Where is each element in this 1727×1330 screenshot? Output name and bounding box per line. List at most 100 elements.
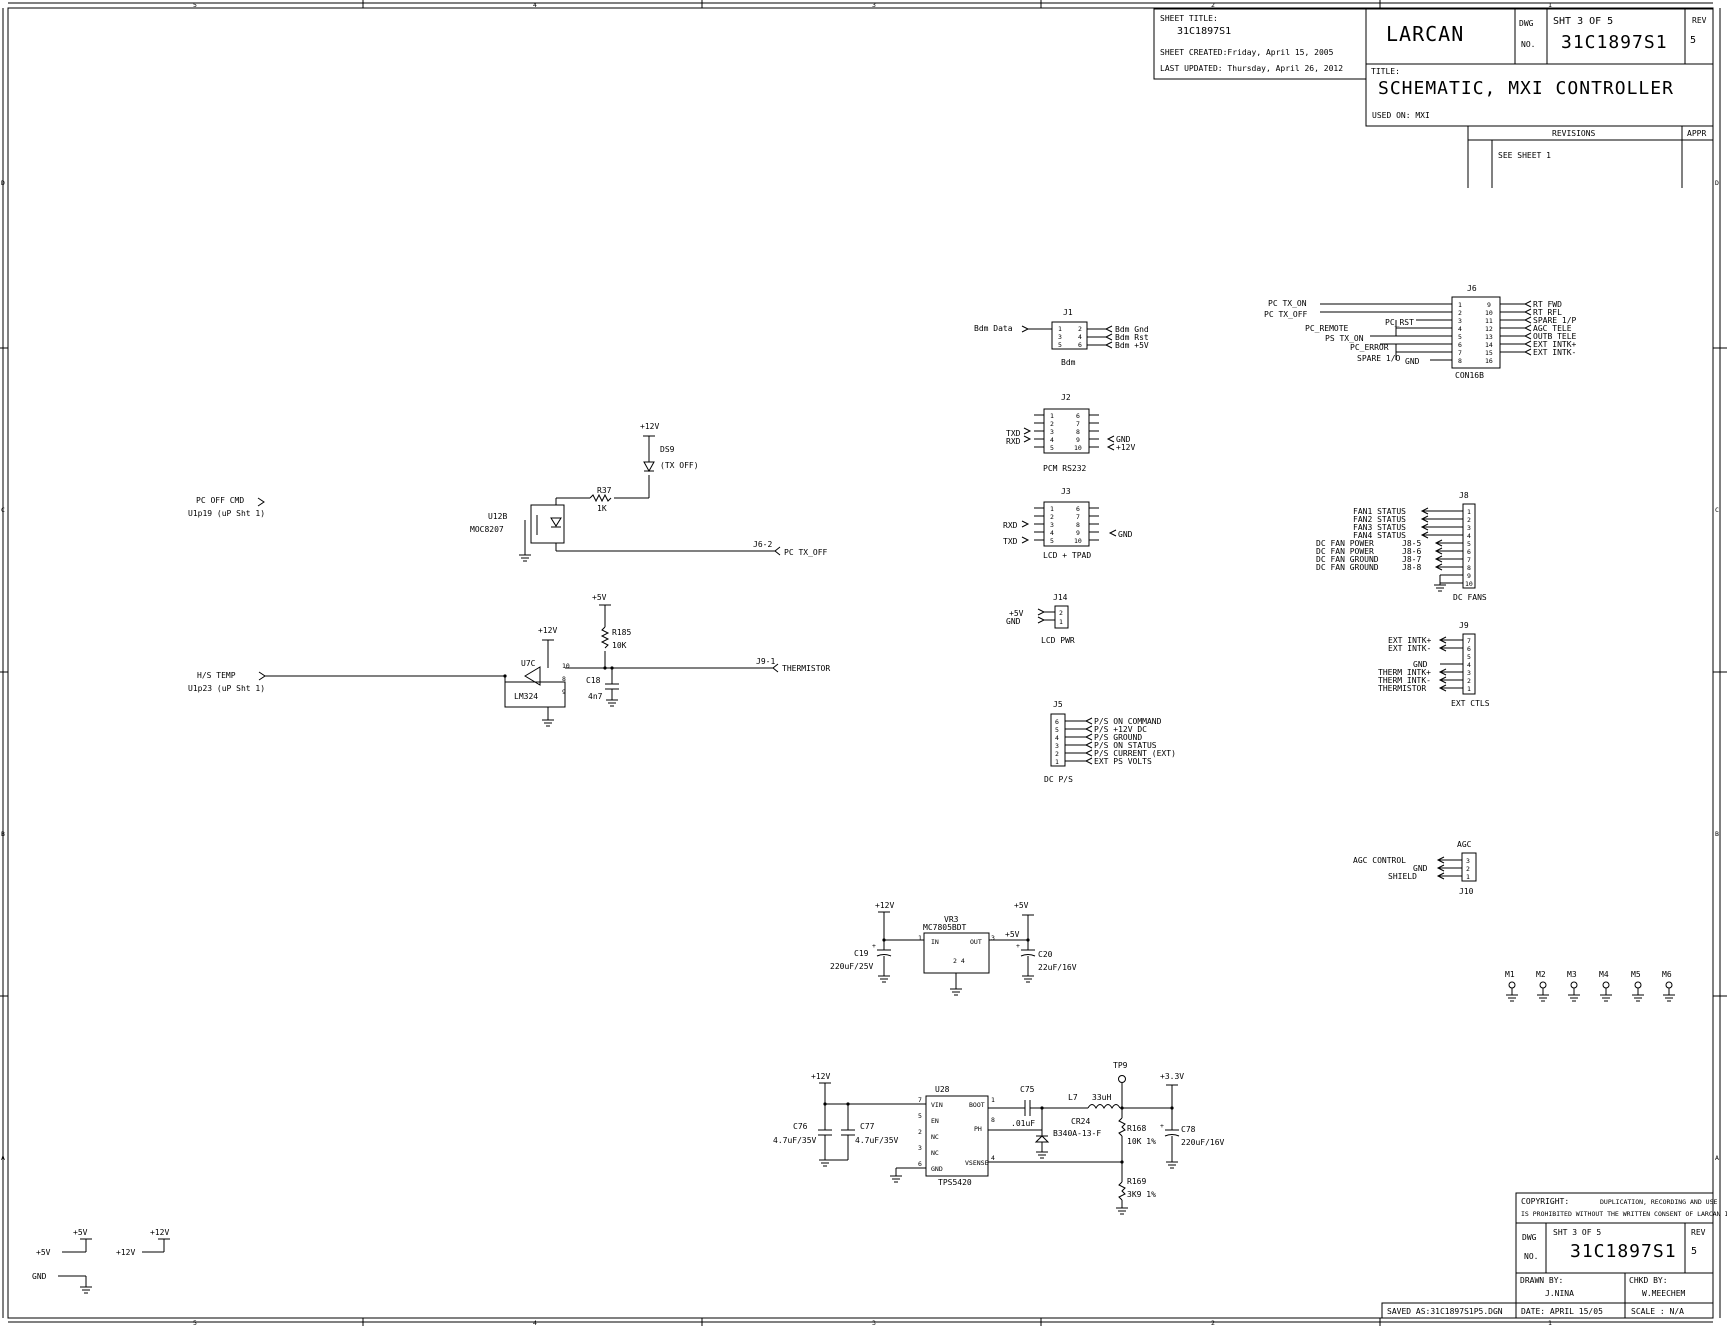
j2-pin-4: 4 (1050, 436, 1054, 444)
bottom-rev-label: REV (1691, 1228, 1706, 1237)
j6-pin-15: 15 (1485, 349, 1493, 357)
j5-body (1050, 713, 1066, 767)
j8-pin-4: 4 (1467, 532, 1471, 540)
j2-name: PCM RS232 (1043, 464, 1087, 473)
j10-ref: J10 (1459, 887, 1474, 896)
u28-pin-4: 4 (991, 1154, 995, 1162)
title-label: TITLE: (1371, 67, 1400, 76)
ps-current-net: P/S CURRENT (EXT) (1094, 749, 1176, 758)
u28-body (925, 1095, 989, 1177)
j1-name: Bdm (1061, 358, 1076, 367)
j6-pin-11: 11 (1485, 317, 1493, 325)
mount-m6: M6 (1662, 970, 1675, 1002)
tp9-testpoint (1118, 1075, 1126, 1083)
bottom-sheet-number: SHT 3 OF 5 (1553, 1228, 1601, 1237)
drawn-by-label: DRAWN BY: (1520, 1276, 1563, 1285)
r185-resistor (600, 626, 610, 649)
j10-pin-2: 2 (1466, 865, 1470, 873)
zone-right-d: D (1715, 179, 1719, 187)
p12v-buck: +12V (811, 1072, 830, 1081)
u7c-part: LM324 (514, 692, 538, 701)
checked-by-label: CHKD BY: (1629, 1276, 1668, 1285)
agc-tele-net: AGC TELE (1533, 324, 1572, 333)
svg-text:+: + (1160, 1122, 1164, 1130)
u28-ref: U28 (935, 1085, 950, 1094)
c78-value: 220uF/16V (1181, 1138, 1225, 1147)
p12v-vr3: +12V (875, 901, 894, 910)
j8-pin-7: 7 (1467, 556, 1471, 564)
c20-ref: C20 (1038, 950, 1053, 959)
therm-intk-minus-net: THERM INTK- (1378, 676, 1431, 685)
zone-left-b: B (1, 830, 5, 838)
u28-buck-circuit: +12V C76 4.7uF/35V C77 4.7uF/35V U28 VIN… (773, 1061, 1225, 1215)
ps-on-command-net: P/S ON COMMAND (1094, 717, 1162, 726)
j3-pin-10: 10 (1074, 537, 1082, 545)
j9-pin-3: 3 (1467, 669, 1471, 677)
j3-gnd-net: GND (1118, 530, 1133, 539)
u12b-ref: U12B (488, 512, 507, 521)
r37-resistor (589, 493, 612, 503)
j9-pin-7: 7 (1467, 637, 1471, 645)
j3-rxd-net: RXD (1003, 521, 1018, 530)
c20-value: 22uF/16V (1038, 963, 1077, 972)
zone-left-a: A (1, 1154, 5, 1162)
rt-fwd-net: RT FWD (1533, 300, 1562, 309)
j1-ref: J1 (1063, 308, 1073, 317)
opto-led (550, 517, 562, 527)
l7-value: 33uH (1092, 1093, 1111, 1102)
c19-value: 220uF/25V (830, 962, 874, 971)
j14-pin-2: 2 (1059, 609, 1063, 617)
u28-vsense: VSENSE (965, 1159, 989, 1167)
j6-ext-intk-minus-net: EXT INTK- (1533, 348, 1576, 357)
j2-pin-2: 2 (1050, 420, 1054, 428)
j10-gnd-net: GND (1413, 864, 1428, 873)
ds9-ref: DS9 (660, 445, 675, 454)
p5v-vr3: +5V (1014, 901, 1029, 910)
spare-io-net: SPARE 1/O (1357, 354, 1401, 363)
j2-pin-6: 6 (1076, 412, 1080, 420)
p5v-therm: +5V (592, 593, 607, 602)
zone-right-a: A (1715, 1154, 1719, 1162)
vr3-pin-3: 3 (991, 934, 995, 942)
u28-pin-nc-2: NC (931, 1149, 939, 1157)
j8-7-port: J8-7 (1402, 555, 1421, 564)
j2-pin-1: 1 (1050, 412, 1054, 420)
ps-12v-net: P/S +12V DC (1094, 725, 1147, 734)
mount-m2: M2 (1536, 970, 1549, 1002)
mount-m4: M4 (1599, 970, 1612, 1002)
j10-connector: AGC 3 2 1 AGC CONTROL GND SHIELD J10 (1353, 840, 1477, 896)
u7c-pin-9: 9 (562, 688, 566, 696)
j14-ref: J14 (1053, 593, 1068, 602)
j2-pin-8: 8 (1076, 428, 1080, 436)
p5v-vr3-out: +5V (1005, 930, 1020, 939)
j5-pin-4: 4 (1055, 734, 1059, 742)
sheet-number: SHT 3 OF 5 (1553, 16, 1613, 27)
bdm-gnd-net: Bdm Gnd (1115, 325, 1149, 334)
j2-ref: J2 (1061, 393, 1071, 402)
j8-pin-10: 10 (1465, 580, 1473, 588)
vr3-in-label: IN (931, 938, 939, 946)
sheet-title-label: SHEET TITLE: (1160, 14, 1218, 23)
j9-thermistor-net: THERMISTOR (1378, 684, 1426, 693)
legend-5v-top: +5V (73, 1228, 88, 1237)
appr-label: APPR (1687, 129, 1706, 138)
therm-intk-plus-net: THERM INTK+ (1378, 668, 1431, 677)
j6-pin-16: 16 (1485, 357, 1493, 365)
opto-body (530, 504, 565, 544)
bottom-title-block: COPYRIGHT: DUPLICATION, RECORDING AND US… (1381, 1192, 1727, 1319)
drawing-title: SCHEMATIC, MXI CONTROLLER (1378, 78, 1674, 99)
c75-ref: C75 (1020, 1085, 1035, 1094)
pc-off-cmd-net: PC OFF CMD (196, 496, 244, 505)
j6-body (1451, 296, 1501, 369)
j9-ext-intk-minus-net: EXT INTK- (1388, 644, 1431, 653)
j9-pin-2: 2 (1467, 677, 1471, 685)
ext-ps-volts-net: EXT PS VOLTS (1094, 757, 1152, 766)
zone-bottom-4: 4 (533, 1319, 537, 1326)
zone-left-d: D (1, 179, 5, 187)
u7c-opamp (524, 666, 541, 686)
j3-pin-9: 9 (1076, 529, 1080, 537)
company-name: LARCAN (1386, 22, 1464, 46)
bottom-dwg-label: DWG (1522, 1233, 1537, 1242)
